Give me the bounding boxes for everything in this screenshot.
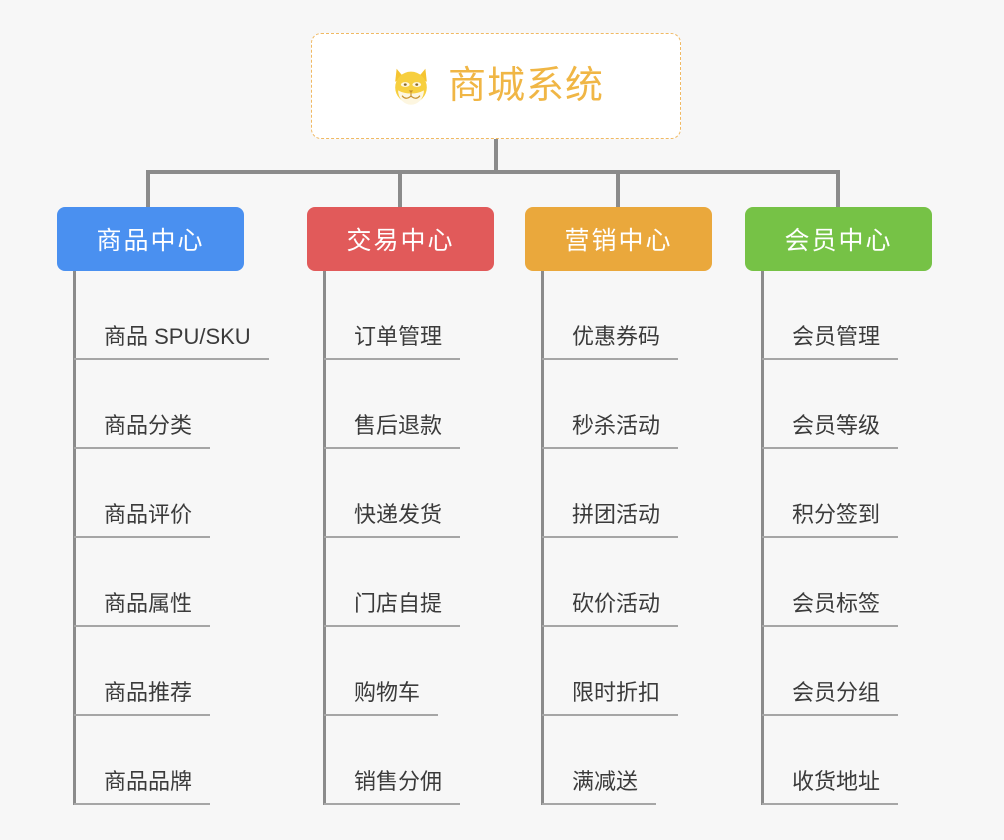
- root-node[interactable]: 商城系统: [311, 33, 681, 139]
- list-item-label: 会员管理: [790, 326, 899, 360]
- category-header-marketing-center[interactable]: 营销中心: [525, 207, 712, 271]
- leaf-list: 商品 SPU/SKU 商品分类 商品评价 商品属性 商品推荐 商品品牌: [57, 271, 269, 805]
- list-item-member-center-1[interactable]: 会员等级: [745, 360, 932, 449]
- connector-drop-2: [616, 170, 620, 207]
- category-header-label: 交易中心: [346, 227, 455, 255]
- list-item-label: 会员标签: [790, 593, 899, 627]
- connector-drop-1: [398, 170, 402, 207]
- list-item-product-center-0[interactable]: 商品 SPU/SKU: [57, 271, 269, 360]
- list-item-label: 商品 SPU/SKU: [102, 326, 269, 360]
- category-header-label: 营销中心: [564, 227, 673, 255]
- list-item-member-center-3[interactable]: 会员标签: [745, 538, 932, 627]
- list-item-label: 积分签到: [790, 504, 899, 538]
- list-item-label: 商品品牌: [102, 771, 211, 805]
- list-item-marketing-center-5[interactable]: 满减送: [525, 716, 712, 805]
- category-header-trade-center[interactable]: 交易中心: [307, 207, 494, 271]
- list-item-label: 订单管理: [352, 326, 461, 360]
- category-column-trade-center: 交易中心 订单管理 售后退款 快递发货 门店自提 购物车 销售分佣: [307, 207, 494, 805]
- leaf-spine: [761, 271, 764, 805]
- list-item-label: 限时折扣: [570, 682, 679, 716]
- list-item-label: 商品推荐: [102, 682, 211, 716]
- list-item-product-center-3[interactable]: 商品属性: [57, 538, 244, 627]
- list-item-marketing-center-3[interactable]: 砍价活动: [525, 538, 712, 627]
- list-item-label: 商品分类: [102, 415, 211, 449]
- list-item-trade-center-3[interactable]: 门店自提: [307, 538, 494, 627]
- list-item-product-center-2[interactable]: 商品评价: [57, 449, 244, 538]
- list-item-label: 收货地址: [790, 771, 899, 805]
- leaf-spine: [73, 271, 76, 805]
- connector-horizontal-bus: [148, 170, 840, 174]
- list-item-label: 购物车: [352, 682, 439, 716]
- connector-root-stem: [494, 139, 498, 173]
- list-item-marketing-center-1[interactable]: 秒杀活动: [525, 360, 712, 449]
- category-header-label: 会员中心: [784, 227, 893, 255]
- leaf-list: 会员管理 会员等级 积分签到 会员标签 会员分组 收货地址: [745, 271, 932, 805]
- list-item-trade-center-0[interactable]: 订单管理: [307, 271, 494, 360]
- list-item-label: 售后退款: [352, 415, 461, 449]
- list-item-label: 满减送: [570, 771, 657, 805]
- root-title: 商城系统: [447, 65, 604, 107]
- list-item-trade-center-1[interactable]: 售后退款: [307, 360, 494, 449]
- list-item-label: 会员分组: [790, 682, 899, 716]
- connector-drop-3: [836, 170, 840, 207]
- list-item-label: 商品属性: [102, 593, 211, 627]
- list-item-label: 快递发货: [352, 504, 461, 538]
- list-item-label: 砍价活动: [570, 593, 679, 627]
- category-header-label: 商品中心: [96, 227, 205, 255]
- list-item-product-center-4[interactable]: 商品推荐: [57, 627, 244, 716]
- list-item-member-center-4[interactable]: 会员分组: [745, 627, 932, 716]
- list-item-label: 商品评价: [102, 504, 211, 538]
- list-item-label: 会员等级: [790, 415, 899, 449]
- leaf-spine: [323, 271, 326, 805]
- list-item-trade-center-5[interactable]: 销售分佣: [307, 716, 494, 805]
- list-item-member-center-0[interactable]: 会员管理: [745, 271, 932, 360]
- connector-drop-0: [146, 170, 150, 207]
- list-item-marketing-center-4[interactable]: 限时折扣: [525, 627, 712, 716]
- leaf-list: 订单管理 售后退款 快递发货 门店自提 购物车 销售分佣: [307, 271, 494, 805]
- shiba-dog-face-icon: [388, 63, 434, 109]
- list-item-label: 门店自提: [352, 593, 461, 627]
- list-item-member-center-5[interactable]: 收货地址: [745, 716, 932, 805]
- category-column-product-center: 商品中心 商品 SPU/SKU 商品分类 商品评价 商品属性 商品推荐 商品品牌: [57, 207, 269, 805]
- list-item-member-center-2[interactable]: 积分签到: [745, 449, 932, 538]
- list-item-trade-center-2[interactable]: 快递发货: [307, 449, 494, 538]
- list-item-label: 销售分佣: [352, 771, 461, 805]
- list-item-marketing-center-0[interactable]: 优惠券码: [525, 271, 712, 360]
- leaf-spine: [541, 271, 544, 805]
- category-header-product-center[interactable]: 商品中心: [57, 207, 244, 271]
- list-item-product-center-5[interactable]: 商品品牌: [57, 716, 244, 805]
- list-item-label: 优惠券码: [570, 326, 679, 360]
- list-item-product-center-1[interactable]: 商品分类: [57, 360, 244, 449]
- leaf-list: 优惠券码 秒杀活动 拼团活动 砍价活动 限时折扣 满减送: [525, 271, 712, 805]
- list-item-marketing-center-2[interactable]: 拼团活动: [525, 449, 712, 538]
- category-column-marketing-center: 营销中心 优惠券码 秒杀活动 拼团活动 砍价活动 限时折扣 满减送: [525, 207, 712, 805]
- category-column-member-center: 会员中心 会员管理 会员等级 积分签到 会员标签 会员分组 收货地址: [745, 207, 932, 805]
- list-item-trade-center-4[interactable]: 购物车: [307, 627, 494, 716]
- list-item-label: 拼团活动: [570, 504, 679, 538]
- list-item-label: 秒杀活动: [570, 415, 679, 449]
- category-header-member-center[interactable]: 会员中心: [745, 207, 932, 271]
